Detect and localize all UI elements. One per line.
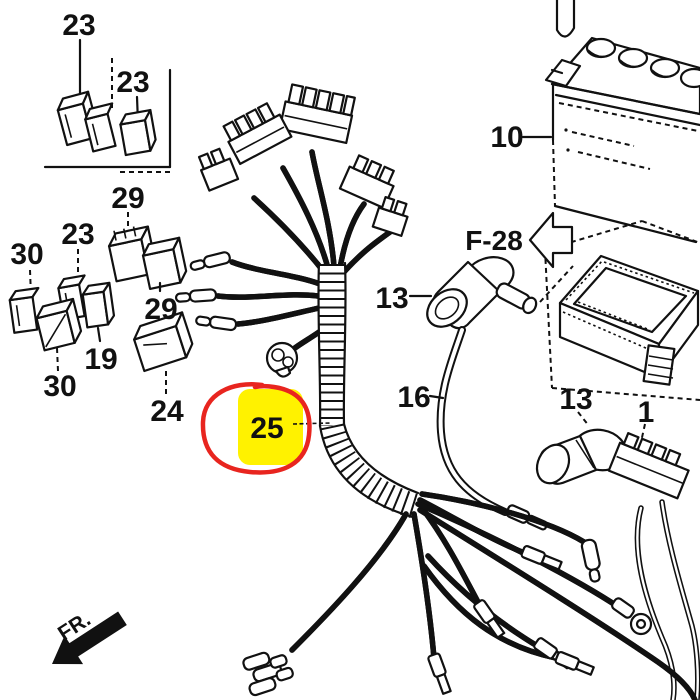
bullet-terminal — [580, 538, 601, 583]
ring-terminal — [611, 597, 653, 636]
part-label-29-b: 29 — [144, 293, 177, 326]
terminal-cover-13b-drawing — [535, 411, 627, 485]
relay-24-drawing — [133, 304, 194, 394]
part-label-10: 10 — [490, 121, 523, 154]
connector-group-23-drawing — [43, 38, 172, 173]
harness-connector — [278, 83, 356, 145]
part-label-30-b: 30 — [43, 370, 76, 403]
bullet-terminal — [189, 251, 231, 271]
f28-arrow-icon — [528, 211, 574, 269]
leader-line-16 — [428, 394, 445, 400]
wire-harness-drawing — [174, 83, 698, 700]
part-label-19: 19 — [84, 343, 117, 376]
battery-caps — [585, 37, 700, 89]
spade-terminal — [473, 599, 506, 639]
round-connector — [265, 341, 299, 378]
harness-connector — [371, 195, 409, 237]
part-label-29-a: 29 — [111, 182, 144, 215]
battery-drawing — [544, 0, 700, 244]
part-label-13-b: 13 — [559, 383, 592, 416]
part-label-13-a: 13 — [375, 282, 408, 315]
harness-trunk — [317, 261, 420, 520]
part-label-25-highlighted: 25 — [250, 412, 283, 445]
leader-line-1 — [640, 423, 646, 443]
bullet-terminal — [174, 288, 218, 303]
part-label-16: 16 — [397, 381, 430, 414]
part-25-annotation — [200, 382, 331, 475]
bullet-terminal — [195, 315, 238, 332]
connector-1-drawing — [607, 423, 700, 700]
spade-terminal — [427, 652, 452, 695]
harness-connector — [222, 102, 293, 166]
battery-cable-16-drawing — [428, 326, 548, 531]
spade-terminal — [520, 544, 563, 571]
harness-connector — [338, 154, 395, 210]
leader-line-13b — [577, 411, 590, 427]
fr-direction-arrow-icon — [52, 611, 127, 665]
part-label-23-a: 23 — [62, 9, 95, 42]
spade-terminal — [554, 650, 595, 676]
highlight-marker — [238, 389, 303, 465]
part-label-1: 1 — [638, 396, 655, 429]
bullet-cluster-connector — [242, 651, 294, 697]
part-label-30-a: 30 — [10, 238, 43, 271]
part-label-23-b: 23 — [116, 66, 149, 99]
harness-connector — [197, 147, 240, 192]
relay-group-29-drawing — [107, 212, 188, 293]
switch-group-30-drawing — [8, 269, 83, 372]
part-label-24: 24 — [150, 395, 184, 428]
battery-holddown-rod — [555, 0, 576, 38]
ref-label-f28: F-28 — [465, 225, 523, 256]
terminal-cover-13a-drawing — [408, 256, 538, 330]
battery-tray-drawing — [539, 220, 700, 401]
annotation-circle — [200, 382, 312, 475]
part-label-23-c: 23 — [61, 218, 94, 251]
